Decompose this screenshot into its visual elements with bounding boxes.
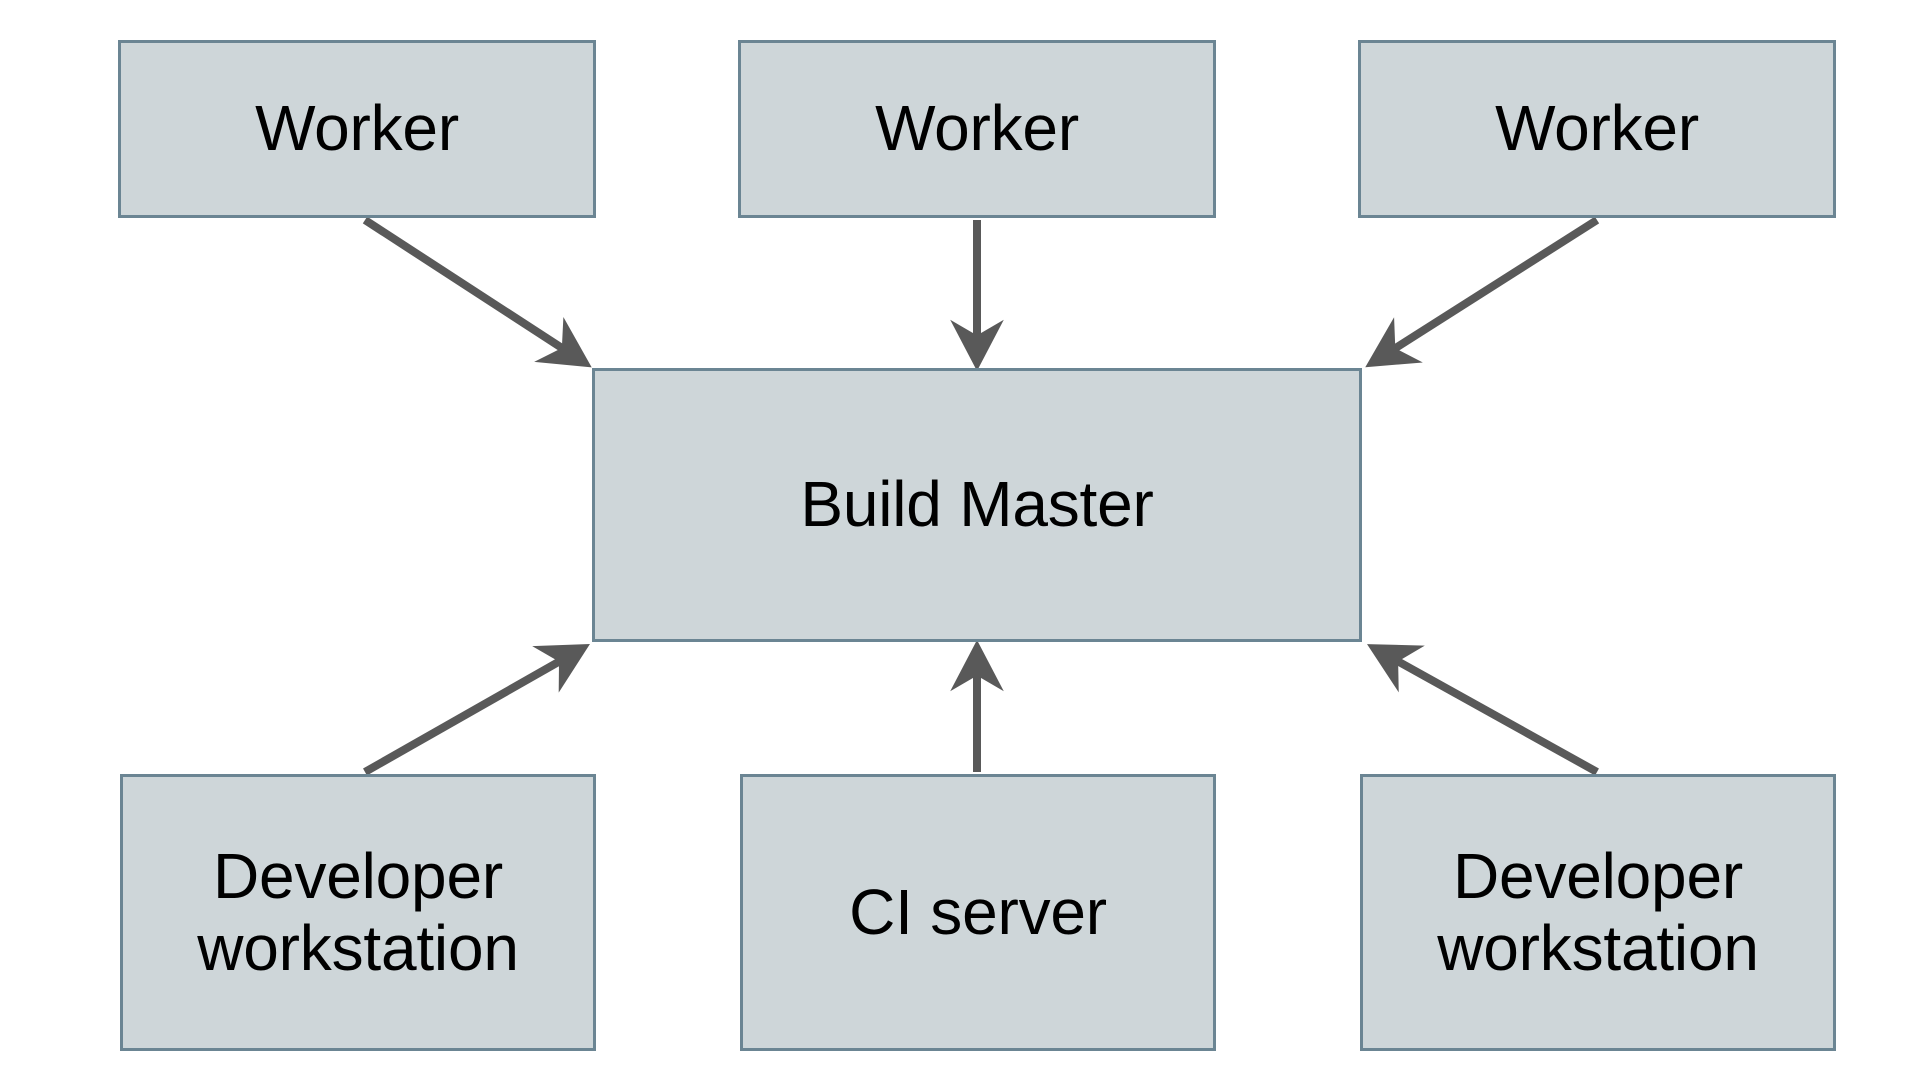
node-worker-2-label: Worker (875, 92, 1079, 165)
node-developer-workstation-right-label: Developer workstation (1437, 839, 1759, 984)
node-worker-2[interactable]: Worker (738, 40, 1216, 218)
edge-dev-ws-right-to-build-master (1367, 644, 1599, 776)
node-developer-workstation-right[interactable]: Developer workstation (1360, 774, 1836, 1051)
node-worker-3-label: Worker (1495, 92, 1699, 165)
node-developer-workstation-left[interactable]: Developer workstation (120, 774, 596, 1051)
edge-worker-3-to-build-master (1365, 216, 1600, 368)
node-ci-server[interactable]: CI server (740, 774, 1216, 1051)
edge-worker-1-to-build-master (362, 216, 592, 368)
node-build-master-label: Build Master (800, 468, 1154, 541)
node-ci-server-label: CI server (849, 875, 1107, 948)
node-developer-workstation-left-label: Developer workstation (197, 839, 519, 984)
node-worker-1-label: Worker (255, 92, 459, 165)
node-build-master[interactable]: Build Master (592, 368, 1362, 642)
edge-dev-ws-left-to-build-master (363, 644, 590, 776)
node-worker-3[interactable]: Worker (1358, 40, 1836, 218)
node-worker-1[interactable]: Worker (118, 40, 596, 218)
